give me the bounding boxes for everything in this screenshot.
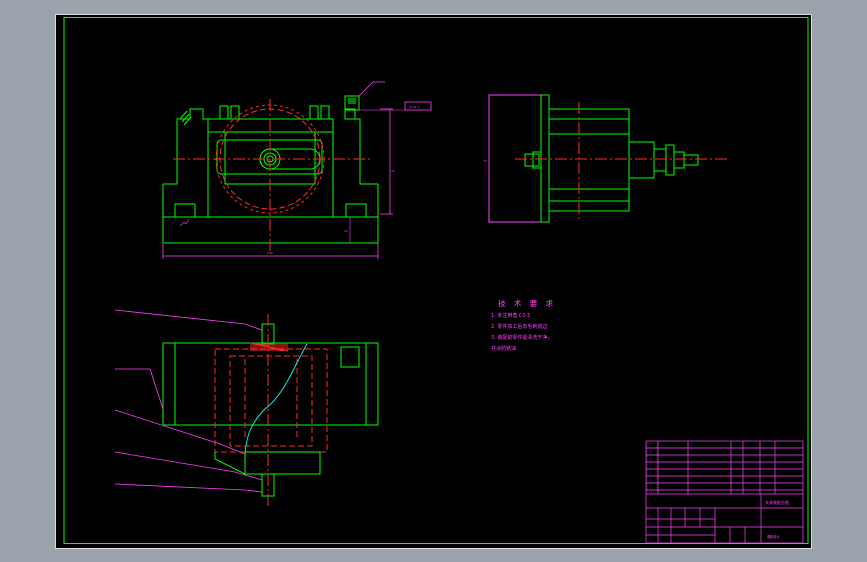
dim-side-height: 70 bbox=[483, 159, 487, 163]
technical-requirements: 技 术 要 求 1. 未注倒角 C0.5 2. 零件加工后去毛刺锐边 3. 装配… bbox=[491, 298, 556, 352]
dim-front-width: 160 bbox=[267, 251, 273, 255]
dim-front-base: 20 bbox=[344, 229, 348, 233]
drawing-title: 夹具装配总图 bbox=[765, 499, 789, 505]
school-name: 课程设计 bbox=[767, 534, 781, 539]
tech-req-item: 3. 装配前零件需清洗干净， bbox=[491, 334, 552, 341]
drawing-frame bbox=[63, 17, 809, 544]
tech-req-title: 技 术 要 求 bbox=[498, 298, 556, 308]
dim-front-height: 75 bbox=[391, 169, 395, 173]
drawing-sheet: 160 75 20 □0.02 A 70 bbox=[55, 14, 812, 549]
front-view: 160 75 20 □0.02 A bbox=[162, 81, 432, 259]
parts-list-text bbox=[646, 442, 658, 493]
tech-req-item: 并涂防锈油 bbox=[491, 345, 516, 352]
section-view bbox=[114, 309, 379, 506]
fit-tolerance-tag: □0.02 A bbox=[407, 105, 420, 109]
sheet-border bbox=[55, 14, 812, 549]
cad-drawing-viewport[interactable]: 160 75 20 □0.02 A 70 bbox=[55, 14, 812, 549]
title-block bbox=[645, 440, 804, 544]
tech-req-item: 1. 未注倒角 C0.5 bbox=[491, 312, 530, 319]
side-view: 70 bbox=[483, 94, 727, 223]
tech-req-item: 2. 零件加工后去毛刺锐边 bbox=[491, 323, 547, 330]
